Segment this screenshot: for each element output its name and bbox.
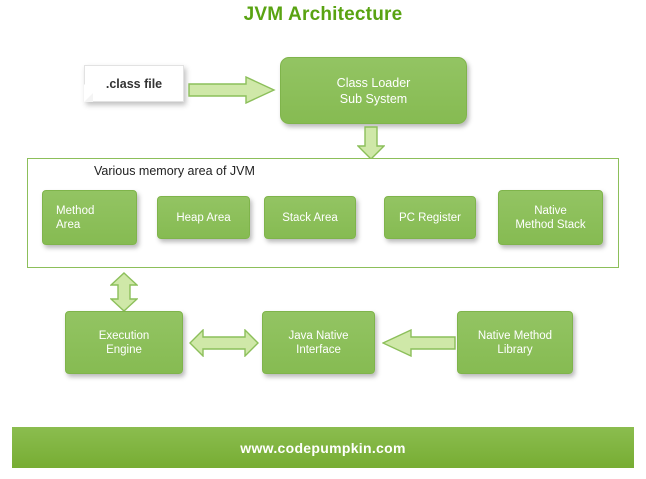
- node-native-method-library-line1: Native Method: [477, 329, 553, 342]
- node-stack-area-label: Stack Area: [282, 211, 338, 224]
- arrow-native-library-to-jni-icon: [382, 329, 456, 357]
- footer-website-text: www.codepumpkin.com: [240, 439, 406, 456]
- node-class-file-label: .class file: [105, 76, 163, 91]
- node-native-method-library: Native Method Library: [457, 311, 573, 374]
- node-native-method-stack-line2: Method Stack: [515, 218, 586, 231]
- node-execution-engine: Execution Engine: [65, 311, 183, 374]
- node-native-method-stack-line1: Native: [534, 204, 567, 217]
- node-method-area: Method Area: [42, 190, 137, 245]
- node-class-loader-line1: Class Loader: [336, 75, 411, 90]
- page-title: JVM Architecture: [243, 4, 403, 25]
- node-java-native-interface: Java Native Interface: [262, 311, 375, 374]
- node-method-area-line2: Area: [56, 218, 81, 231]
- group-memory-area-label: Various memory area of JVM: [94, 164, 255, 178]
- node-class-loader-sub-system: Class Loader Sub System: [280, 57, 467, 124]
- node-native-method-stack: Native Method Stack: [498, 190, 603, 245]
- footer-bar: www.codepumpkin.com: [12, 427, 634, 468]
- arrow-classloader-to-memory-icon: [357, 126, 385, 160]
- node-class-loader-line2: Sub System: [339, 91, 408, 106]
- node-heap-area-label: Heap Area: [176, 211, 231, 224]
- node-heap-area: Heap Area: [157, 196, 250, 239]
- node-java-native-interface-line1: Java Native: [288, 329, 349, 342]
- node-execution-engine-line2: Engine: [106, 343, 142, 356]
- arrow-classfile-to-classloader-icon: [188, 76, 276, 104]
- node-pc-register-label: PC Register: [399, 211, 461, 224]
- node-execution-engine-line1: Execution: [98, 329, 150, 342]
- node-pc-register: PC Register: [384, 196, 476, 239]
- arrow-memory-to-execution-engine-icon: [110, 272, 138, 312]
- node-method-area-line1: Method: [56, 204, 95, 217]
- page-fold-corner-icon: [84, 84, 93, 102]
- node-class-file: .class file: [84, 65, 184, 102]
- arrow-execution-engine-to-jni-icon: [189, 329, 259, 357]
- node-stack-area: Stack Area: [264, 196, 356, 239]
- node-native-method-library-line2: Library: [497, 343, 533, 356]
- node-java-native-interface-line2: Interface: [296, 343, 341, 356]
